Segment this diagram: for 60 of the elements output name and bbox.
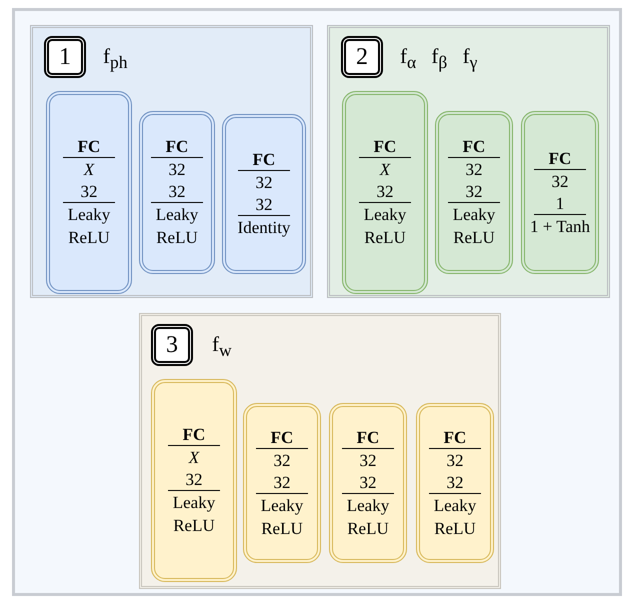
layer-type: FC	[238, 149, 290, 171]
layer-type: FC	[151, 136, 203, 158]
dimension-label: 32	[448, 181, 500, 203]
layer-box	[329, 403, 407, 563]
dimension-label: 1	[534, 192, 586, 214]
layer-box	[243, 403, 321, 563]
function-name: f$_{w}$	[212, 332, 232, 362]
layer-type: FC	[168, 424, 220, 446]
dimension-label: X	[380, 159, 390, 181]
activation-label: Leaky ReLU	[452, 204, 496, 249]
layer-type: FC	[256, 426, 308, 448]
layer-box	[416, 403, 494, 563]
dimension-label: 32	[446, 450, 464, 472]
dimension-label: 32	[256, 172, 272, 194]
dimension-label: 32	[429, 472, 481, 494]
dimension-label: 32	[359, 181, 411, 203]
function-name: f$_{α}$ f$_{β}$ f$_{γ}$	[400, 44, 478, 74]
dimension-label: 32	[360, 450, 376, 472]
group-panel	[139, 313, 501, 589]
dimension-label: 32	[168, 159, 186, 181]
activation-label: Leaky ReLU	[66, 204, 112, 249]
layer-box	[342, 91, 428, 294]
dimension-label: X	[188, 447, 200, 469]
activation-label: Leaky ReLU	[346, 494, 390, 540]
layer-type: FC	[429, 426, 481, 448]
activation-label: Leaky ReLU	[260, 494, 304, 540]
dimension-label: 32	[552, 170, 568, 192]
layer-box	[521, 111, 599, 274]
layer-box	[222, 114, 306, 274]
dimension-label: 32	[274, 450, 290, 472]
activation-label: Leaky ReLU	[172, 492, 216, 537]
layer-type: FC	[342, 426, 394, 448]
activation-label: Leaky ReLU	[154, 204, 200, 249]
dimension-label: X	[84, 159, 94, 181]
dimension-label: 32	[238, 194, 290, 216]
dimension-label: 32	[151, 181, 203, 203]
number-badge: 1	[44, 36, 86, 78]
group-panel	[30, 25, 313, 298]
activation-label: Identity	[236, 217, 292, 239]
number-badge: 3	[151, 324, 193, 366]
layer-box	[151, 379, 237, 582]
dimension-label: 32	[466, 159, 482, 181]
layer-type: FC	[359, 136, 411, 158]
dimension-label: 32	[342, 472, 394, 494]
layer-type: FC	[63, 136, 115, 158]
layer-type: FC	[448, 136, 500, 158]
group-panel	[327, 25, 610, 298]
function-name: f$_{ph}$	[103, 44, 128, 74]
dimension-label: 32	[256, 472, 308, 494]
outer-panel	[12, 8, 622, 596]
dimension-label: 32	[168, 469, 220, 491]
layer-box	[435, 111, 513, 274]
activation-label: Leaky ReLU	[362, 204, 408, 249]
layer-box	[139, 111, 215, 274]
dimension-label: 32	[63, 181, 115, 203]
activation-label: Leaky ReLU	[432, 494, 478, 540]
layer-box	[46, 91, 132, 294]
layer-type: FC	[534, 148, 586, 170]
number-badge: 2	[341, 36, 383, 78]
activation-label: 1 + Tanh	[529, 216, 591, 238]
